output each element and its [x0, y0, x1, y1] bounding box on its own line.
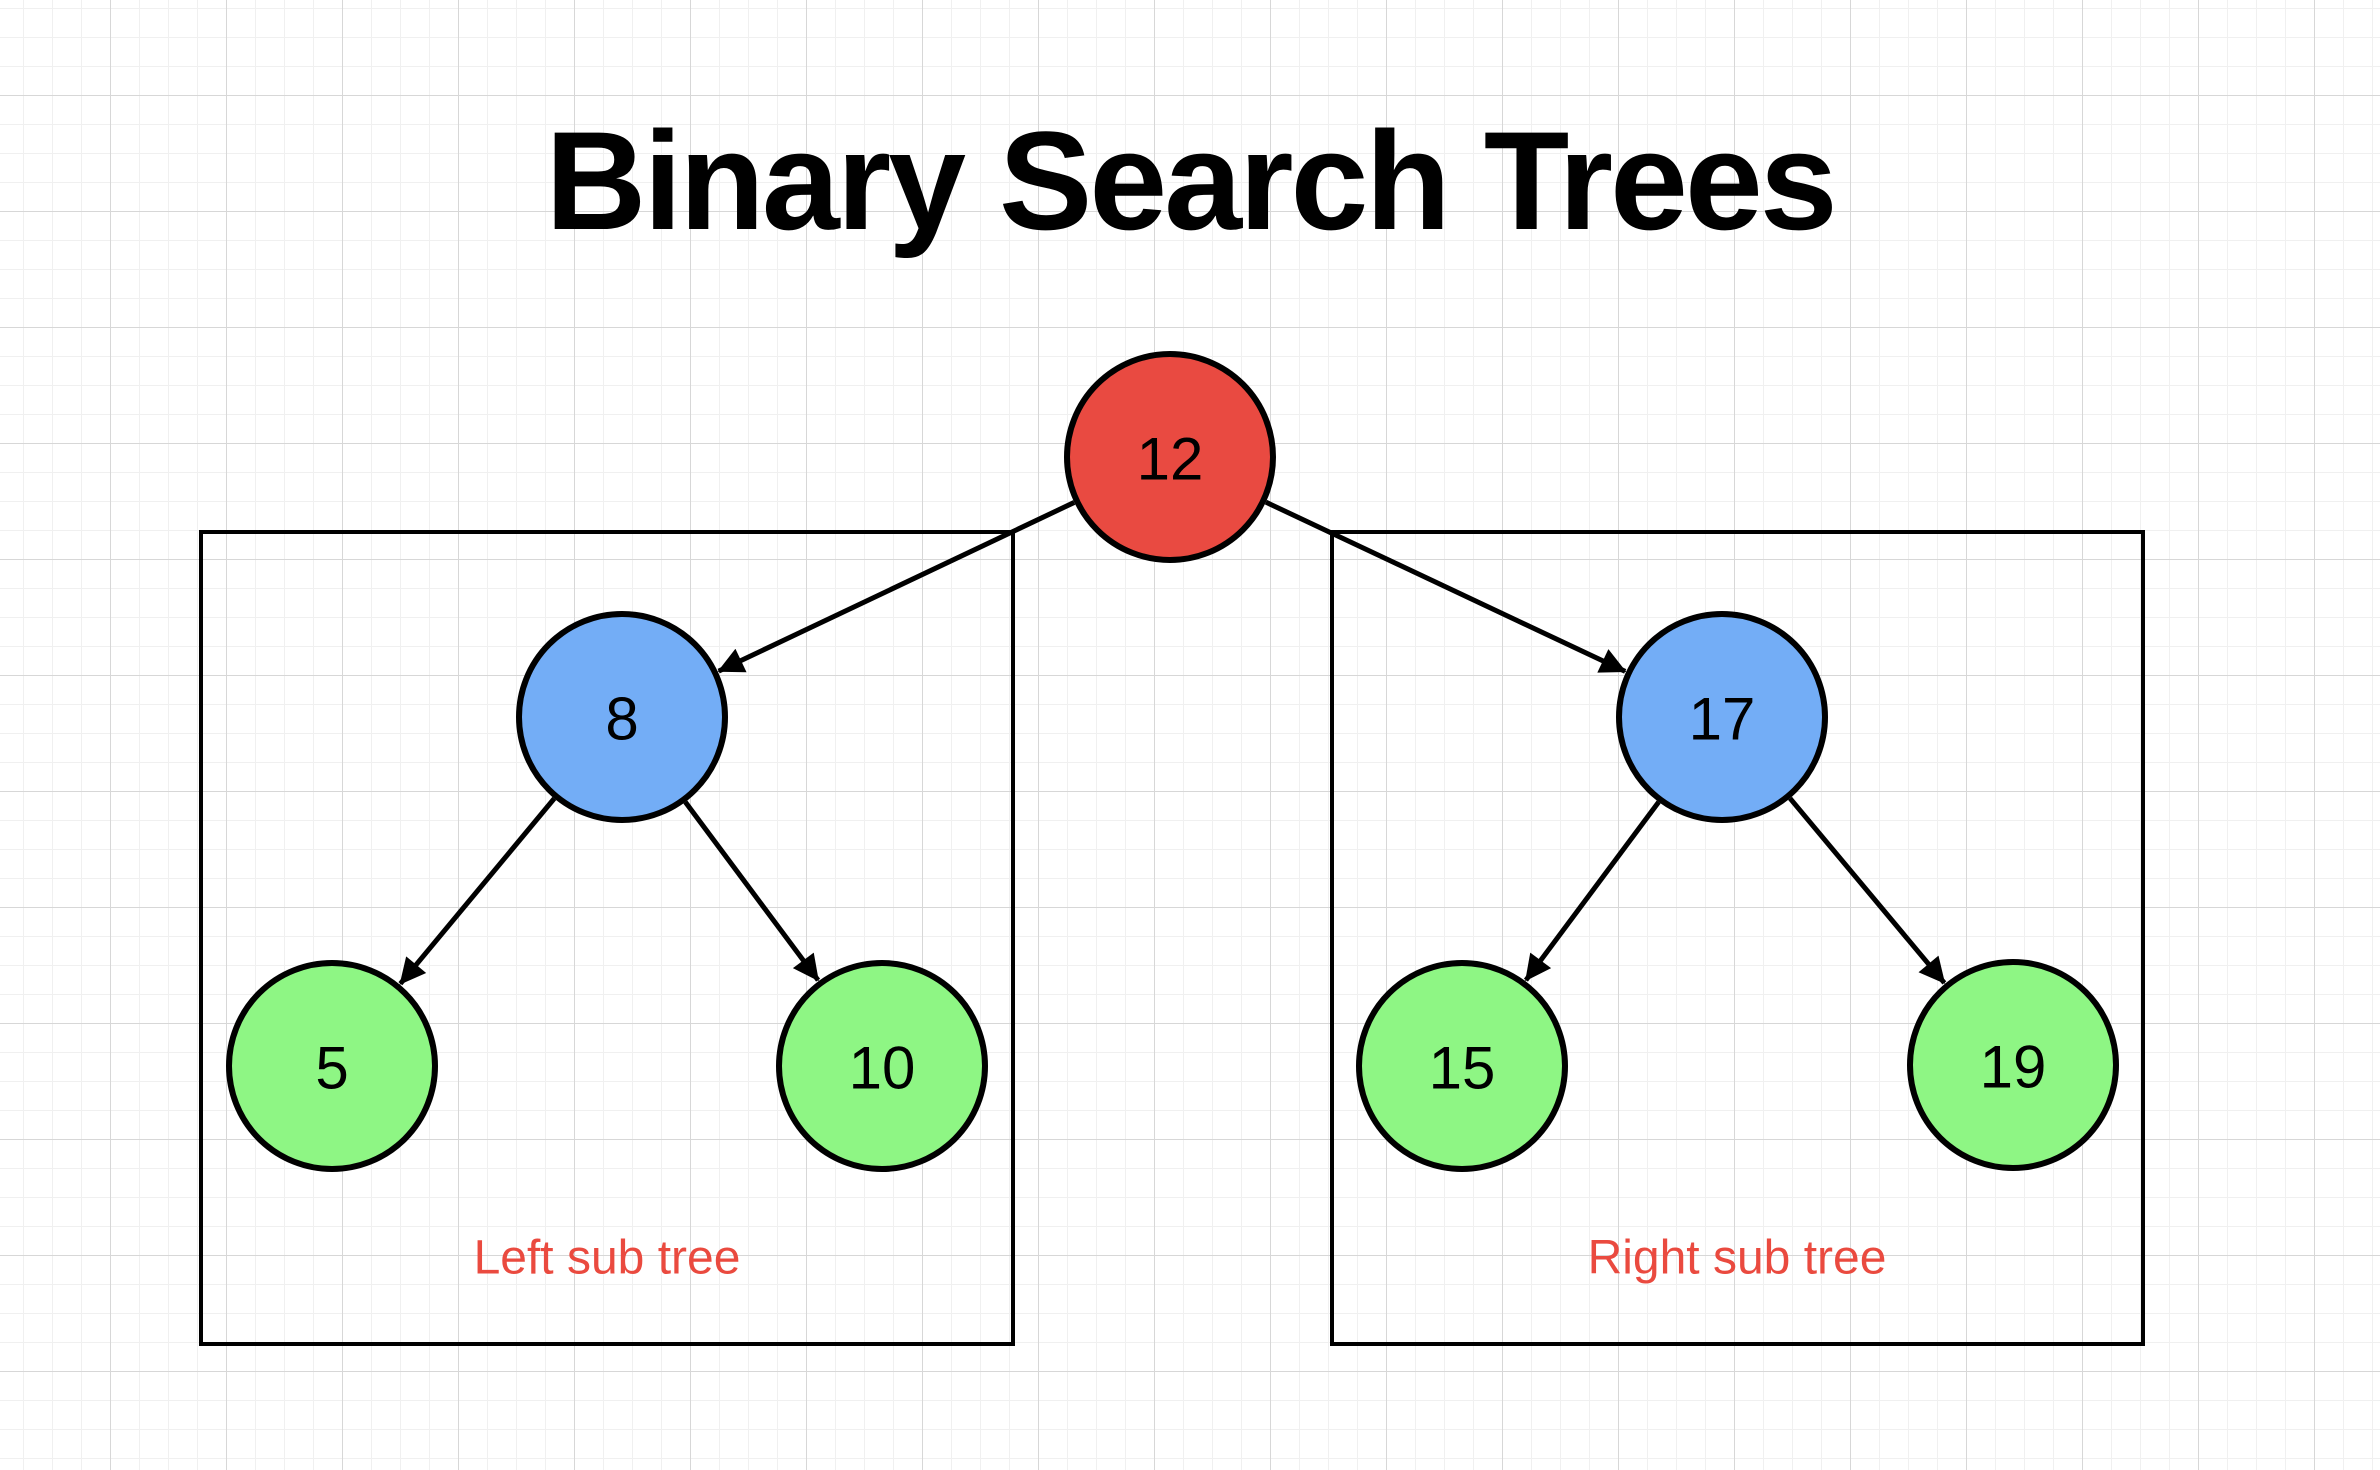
node-value: 19: [1980, 1034, 2047, 1101]
tree-node-15: 15: [1356, 960, 1568, 1172]
tree-node-19: 19: [1907, 959, 2119, 1171]
tree-node-8: 8: [516, 611, 728, 823]
edge-8-10: [683, 800, 821, 982]
node-value: 12: [1137, 426, 1204, 493]
node-circle-leaf: [1907, 959, 2119, 1171]
node-value: 17: [1689, 686, 1756, 753]
subtree-label: Left sub tree: [474, 1232, 741, 1285]
subtree-region: Left sub tree: [199, 530, 1015, 1346]
tree-node-17: 17: [1616, 611, 1828, 823]
node-circle-leaf: [776, 960, 988, 1172]
subtree-box: [199, 530, 1015, 1346]
nodes-layer: 12 8 17 5 10 15 19: [226, 351, 2119, 1172]
subtree-box: [1330, 530, 2145, 1346]
edge-17-15: [1523, 800, 1661, 982]
subtree-regions-layer: Left sub tree Right sub tree: [199, 530, 2145, 1346]
subtree-region: Right sub tree: [1330, 530, 2145, 1346]
edges-layer: [398, 499, 1947, 986]
tree-node-12: 12: [1064, 351, 1276, 563]
edge-8-5: [398, 796, 557, 986]
tree-node-10: 10: [776, 960, 988, 1172]
node-circle-root: [1064, 351, 1276, 563]
node-circle-leaf: [226, 960, 438, 1172]
edge-12-8: [717, 500, 1076, 674]
node-circle-leaf: [1356, 960, 1568, 1172]
node-value: 10: [849, 1035, 916, 1102]
node-value: 15: [1429, 1035, 1496, 1102]
subtree-label: Right sub tree: [1588, 1232, 1887, 1285]
node-value: 5: [315, 1035, 348, 1102]
node-value: 8: [605, 686, 638, 753]
node-circle-internal: [516, 611, 728, 823]
edge-12-17: [1264, 499, 1627, 674]
page-title: Binary Search Trees: [545, 102, 1837, 259]
node-circle-internal: [1616, 611, 1828, 823]
edge-17-19: [1788, 796, 1947, 985]
tree-node-5: 5: [226, 960, 438, 1172]
